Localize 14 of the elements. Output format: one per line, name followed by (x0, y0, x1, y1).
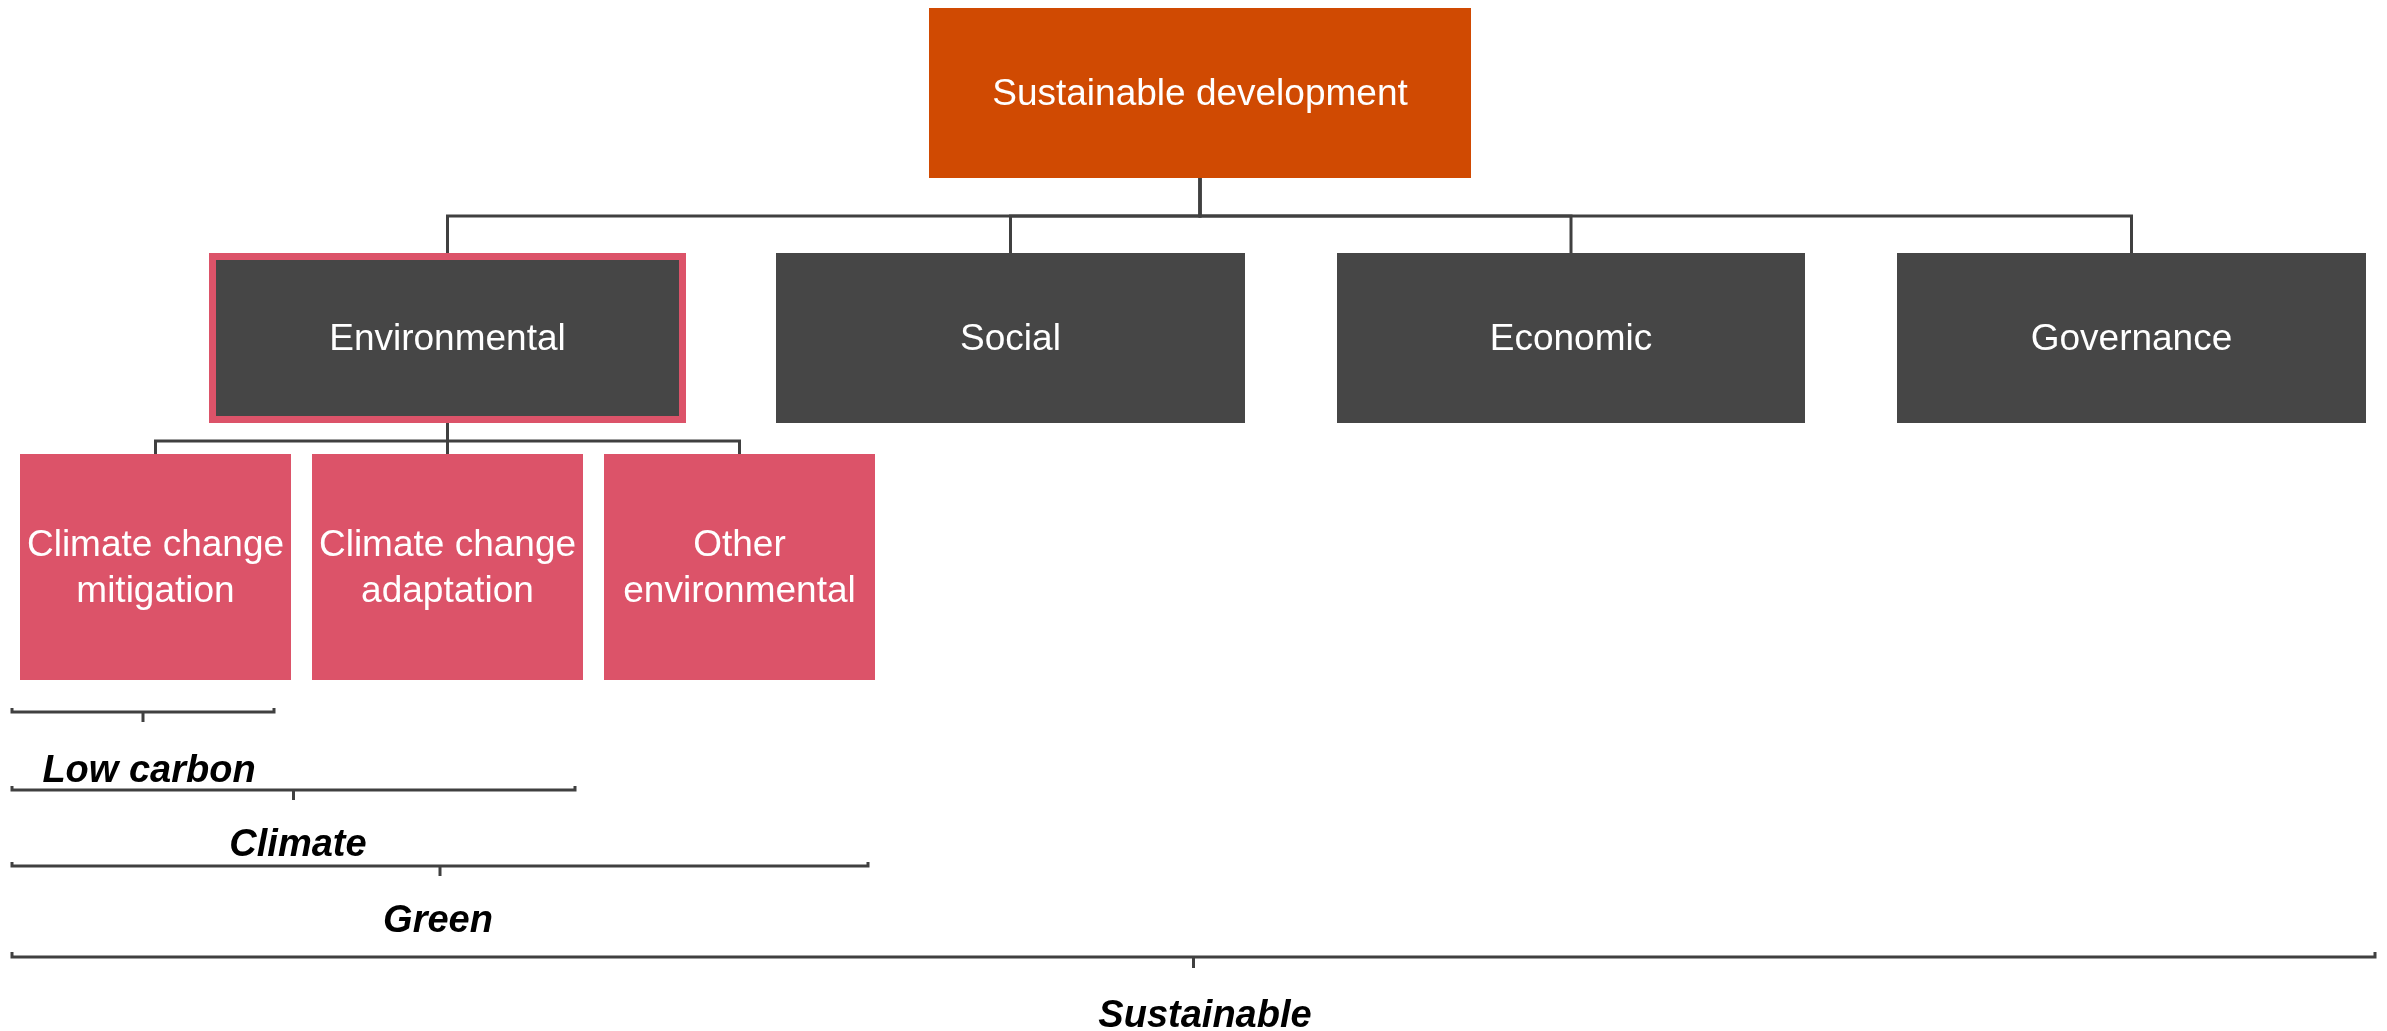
category-box: Economic (1337, 253, 1805, 423)
connector-line (446, 423, 741, 454)
subcategory-box: Other environmental (604, 454, 875, 680)
bracket-label: Sustainable (1098, 993, 1312, 1031)
highlighted-category-box: Environmental (209, 253, 686, 423)
subcategory-box: Climate change adaptation (312, 454, 583, 680)
bracket-label: Green (383, 898, 493, 941)
root-box: Sustainable development (929, 8, 1471, 178)
bracket-label: Climate (229, 822, 367, 865)
category-box: Social (776, 253, 1245, 423)
bracket-label: Low carbon (42, 748, 256, 791)
category-box: Governance (1897, 253, 2366, 423)
subcategory-box: Climate change mitigation (20, 454, 291, 680)
connector-line (1198, 178, 2133, 253)
